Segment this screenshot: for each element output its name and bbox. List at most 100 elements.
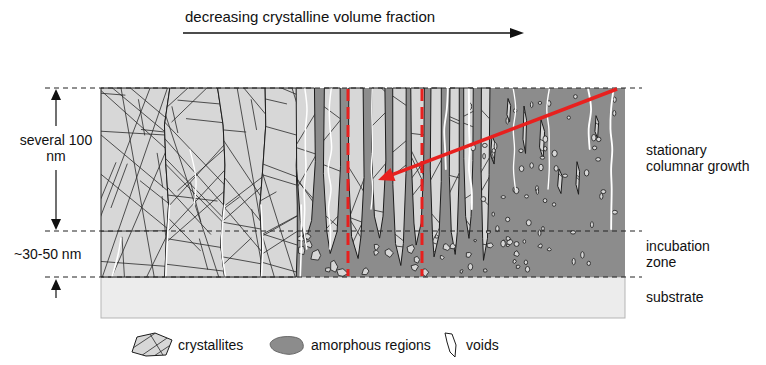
twin-boundary — [0, 0, 510, 365]
small-crystallite — [337, 269, 348, 277]
small-crystallite — [374, 244, 379, 250]
small-crystallite — [538, 244, 542, 248]
small-crystallite — [507, 239, 513, 245]
red-dashed-marker — [421, 89, 424, 276]
twin-boundary — [0, 0, 636, 365]
small-crystallite — [547, 248, 551, 251]
twin-boundary — [0, 0, 300, 365]
hatch-line — [130, 330, 160, 350]
twin-boundary — [251, 259, 315, 277]
small-crystallite — [326, 268, 331, 272]
twin-boundary — [20, 0, 766, 344]
dot-crystallite — [525, 195, 529, 198]
twin-lines — [0, 0, 648, 365]
twin-boundary — [215, 0, 766, 365]
twin-boundary — [155, 194, 217, 201]
twin-boundary — [0, 0, 523, 365]
dot-crystallite — [554, 166, 558, 172]
dot-crystallite — [613, 97, 616, 102]
zone-label: incubation zone — [646, 238, 728, 270]
direction-arrow-head — [510, 28, 524, 38]
twin-boundary — [332, 198, 374, 286]
twin-lines — [214, 0, 766, 365]
crystallite — [393, 88, 406, 265]
void — [304, 89, 307, 249]
twin-boundary — [6, 0, 766, 311]
small-crystallite — [385, 249, 393, 258]
crystallite — [430, 88, 441, 257]
small-crystallite — [450, 243, 456, 249]
void — [444, 89, 448, 169]
dot-crystallite — [530, 102, 533, 108]
twin-boundary — [104, 0, 766, 365]
twin-boundary — [0, 0, 491, 365]
twin-boundary — [0, 75, 766, 193]
dot-crystallite — [501, 240, 506, 247]
zone-label: stationary columnar growth — [646, 142, 760, 174]
dot-crystallite — [506, 117, 508, 124]
twin-boundary — [121, 0, 422, 365]
dot-crystallite — [483, 153, 486, 159]
dot-crystallite — [572, 258, 575, 264]
twin-boundary — [0, 0, 736, 365]
substrate-band — [101, 277, 625, 318]
small-crystallite — [443, 244, 450, 251]
twin-boundary — [58, 0, 704, 365]
twin-boundary — [0, 0, 575, 365]
dot-crystallite — [468, 264, 473, 270]
amorphous-swatch — [270, 337, 303, 355]
twin-boundary — [214, 129, 246, 132]
dot-crystallite — [584, 170, 589, 176]
twin-boundary — [191, 0, 766, 365]
twin-boundary — [9, 0, 766, 365]
twin-boundary — [320, 0, 667, 365]
twin-lines — [200, 0, 766, 365]
twin-boundary — [61, 0, 234, 365]
void — [190, 150, 196, 205]
twin-boundary — [103, 0, 766, 365]
twin-boundary — [199, 0, 645, 365]
small-crystallite — [484, 269, 488, 272]
twin-boundary — [0, 46, 766, 365]
dimension-arrow-head — [51, 279, 61, 290]
small-crystallite — [487, 243, 493, 248]
twin-boundary — [0, 0, 513, 365]
dot-crystallite — [519, 166, 524, 172]
dot-crystallite — [506, 217, 510, 221]
red-arrow-line — [393, 89, 617, 174]
twin-boundary — [100, 0, 624, 365]
dot-crystallite — [524, 260, 527, 265]
twin-boundary — [0, 0, 766, 347]
twin-boundary — [199, 239, 208, 270]
void — [469, 89, 472, 209]
crystallite — [164, 88, 225, 277]
direction-label: decreasing crystalline volume fraction — [185, 9, 435, 25]
twin-lines — [0, 0, 684, 365]
twin-lines — [6, 0, 766, 344]
dot-crystallite — [590, 222, 593, 228]
crystallite — [449, 88, 459, 254]
twin-boundary — [180, 0, 535, 365]
crystallite — [372, 88, 386, 238]
twin-boundary — [0, 106, 766, 318]
void — [328, 89, 331, 249]
twin-boundary — [24, 0, 733, 365]
void — [513, 89, 515, 189]
twin-boundary — [240, 0, 737, 365]
dot-crystallite — [492, 212, 495, 216]
twin-lines — [315, 0, 673, 365]
dimension-label: several 100 nm — [18, 132, 94, 164]
small-crystallite — [466, 252, 471, 257]
twin-boundary — [105, 0, 766, 365]
small-crystallite — [514, 251, 519, 257]
dot-crystallite — [538, 101, 541, 104]
twin-boundary — [21, 0, 586, 365]
twin-boundary — [100, 93, 126, 95]
dimension-line — [55, 170, 56, 219]
twin-boundary — [0, 0, 669, 365]
small-crystallite — [305, 234, 311, 240]
